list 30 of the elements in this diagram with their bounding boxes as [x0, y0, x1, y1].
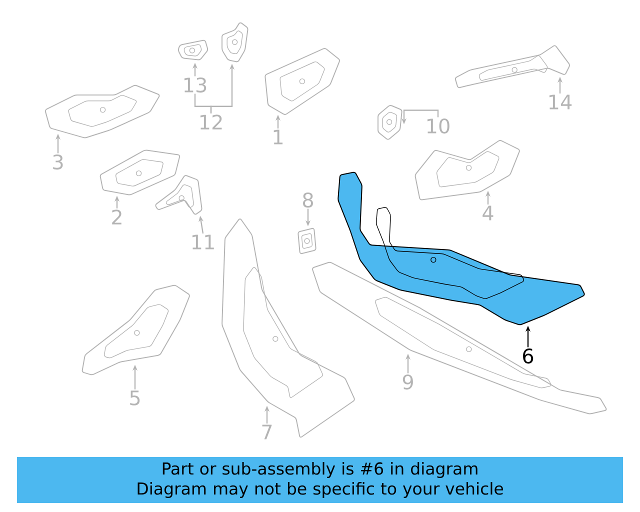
part-drawing: [338, 172, 585, 326]
callout-number: 7: [262, 424, 272, 440]
callout-number: 8: [303, 192, 313, 208]
callout-number: 4: [482, 206, 494, 220]
part-drawing: [222, 218, 355, 438]
callout-number: 2: [112, 210, 122, 224]
part-drawing: [298, 228, 316, 254]
part-drawing: [378, 105, 402, 140]
callout-number: 5: [130, 390, 140, 406]
part-drawing: [222, 22, 248, 62]
part-drawing: [155, 175, 202, 215]
callout-number: 6: [523, 348, 534, 364]
callout-number: 14: [549, 94, 572, 110]
callout-number: 12: [200, 114, 222, 130]
callout-number: 3: [53, 154, 63, 170]
callout-number: 13: [184, 77, 206, 93]
part-drawing: [455, 45, 570, 88]
part-drawing: [82, 284, 190, 376]
part-drawing: [44, 84, 160, 138]
notice-banner: Part or sub-assembly is #6 in diagram Diagram may not be specific to your vehicle: [17, 457, 623, 503]
bracket-line: [194, 94, 212, 114]
callout-number: 10: [427, 118, 450, 134]
part-drawing: [414, 140, 520, 200]
part-drawing: [100, 150, 180, 196]
part-drawing: [312, 262, 607, 414]
callout-number: 1: [274, 130, 283, 144]
part-drawing: [264, 48, 340, 115]
callout-number: 9: [402, 374, 413, 390]
part-drawing: [178, 40, 208, 60]
callout-number: 11: [192, 234, 214, 250]
